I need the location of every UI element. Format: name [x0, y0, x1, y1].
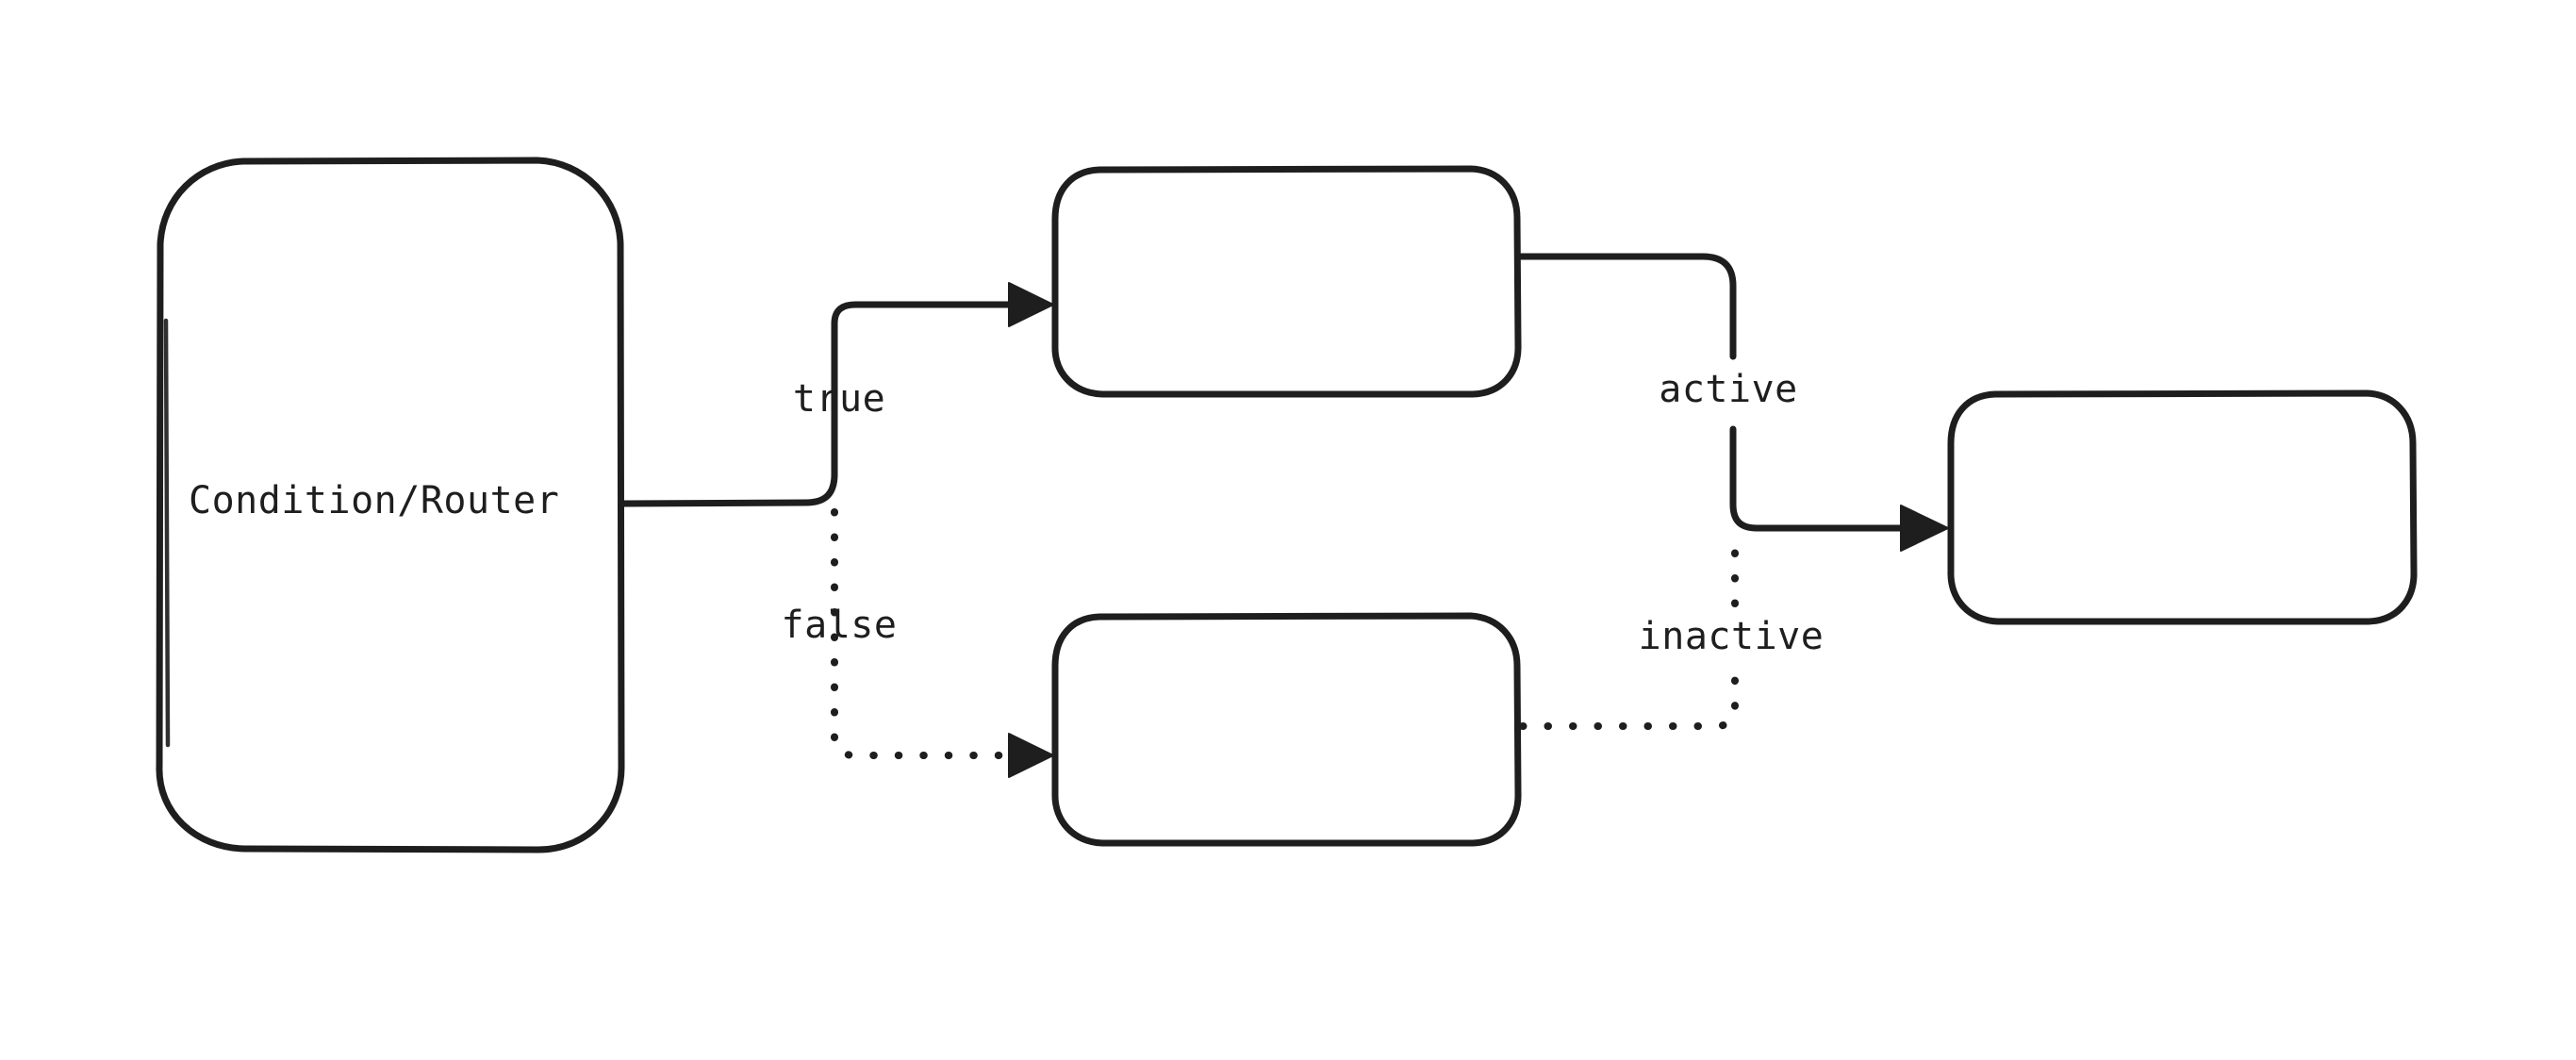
edge-false-arrowhead	[1008, 733, 1054, 778]
edge-true-arrowhead	[1008, 282, 1054, 327]
node-true-branch[interactable]	[1051, 165, 1522, 398]
node-condition-router-sketch-stroke	[163, 318, 171, 748]
edge-true: true	[620, 282, 1054, 507]
node-condition-router-outline	[156, 157, 625, 853]
node-merge-target[interactable]	[1947, 389, 2418, 625]
edge-inactive-path-lower	[1519, 661, 1739, 730]
node-condition-router[interactable]: Condition/Router	[156, 157, 625, 853]
edge-false-label: false	[782, 604, 898, 647]
edge-active: active	[1517, 253, 1949, 552]
edge-true-path	[620, 301, 1039, 507]
node-false-branch[interactable]	[1051, 612, 1522, 847]
node-true-branch-outline	[1051, 165, 1522, 398]
edge-false: false	[782, 508, 1054, 778]
edge-active-path	[1517, 253, 1737, 360]
edge-inactive-label: inactive	[1639, 615, 1825, 658]
node-merge-target-outline	[1947, 389, 2418, 625]
edge-active-path-lower	[1729, 425, 1933, 532]
node-condition-router-label: Condition/Router	[189, 479, 559, 522]
edge-false-path	[831, 508, 1039, 759]
edge-true-label: true	[793, 377, 885, 421]
edge-active-label: active	[1659, 368, 1798, 411]
edge-inactive: inactive	[1519, 534, 1825, 730]
edge-active-arrowhead	[1900, 505, 1949, 552]
node-false-branch-outline	[1051, 612, 1522, 847]
